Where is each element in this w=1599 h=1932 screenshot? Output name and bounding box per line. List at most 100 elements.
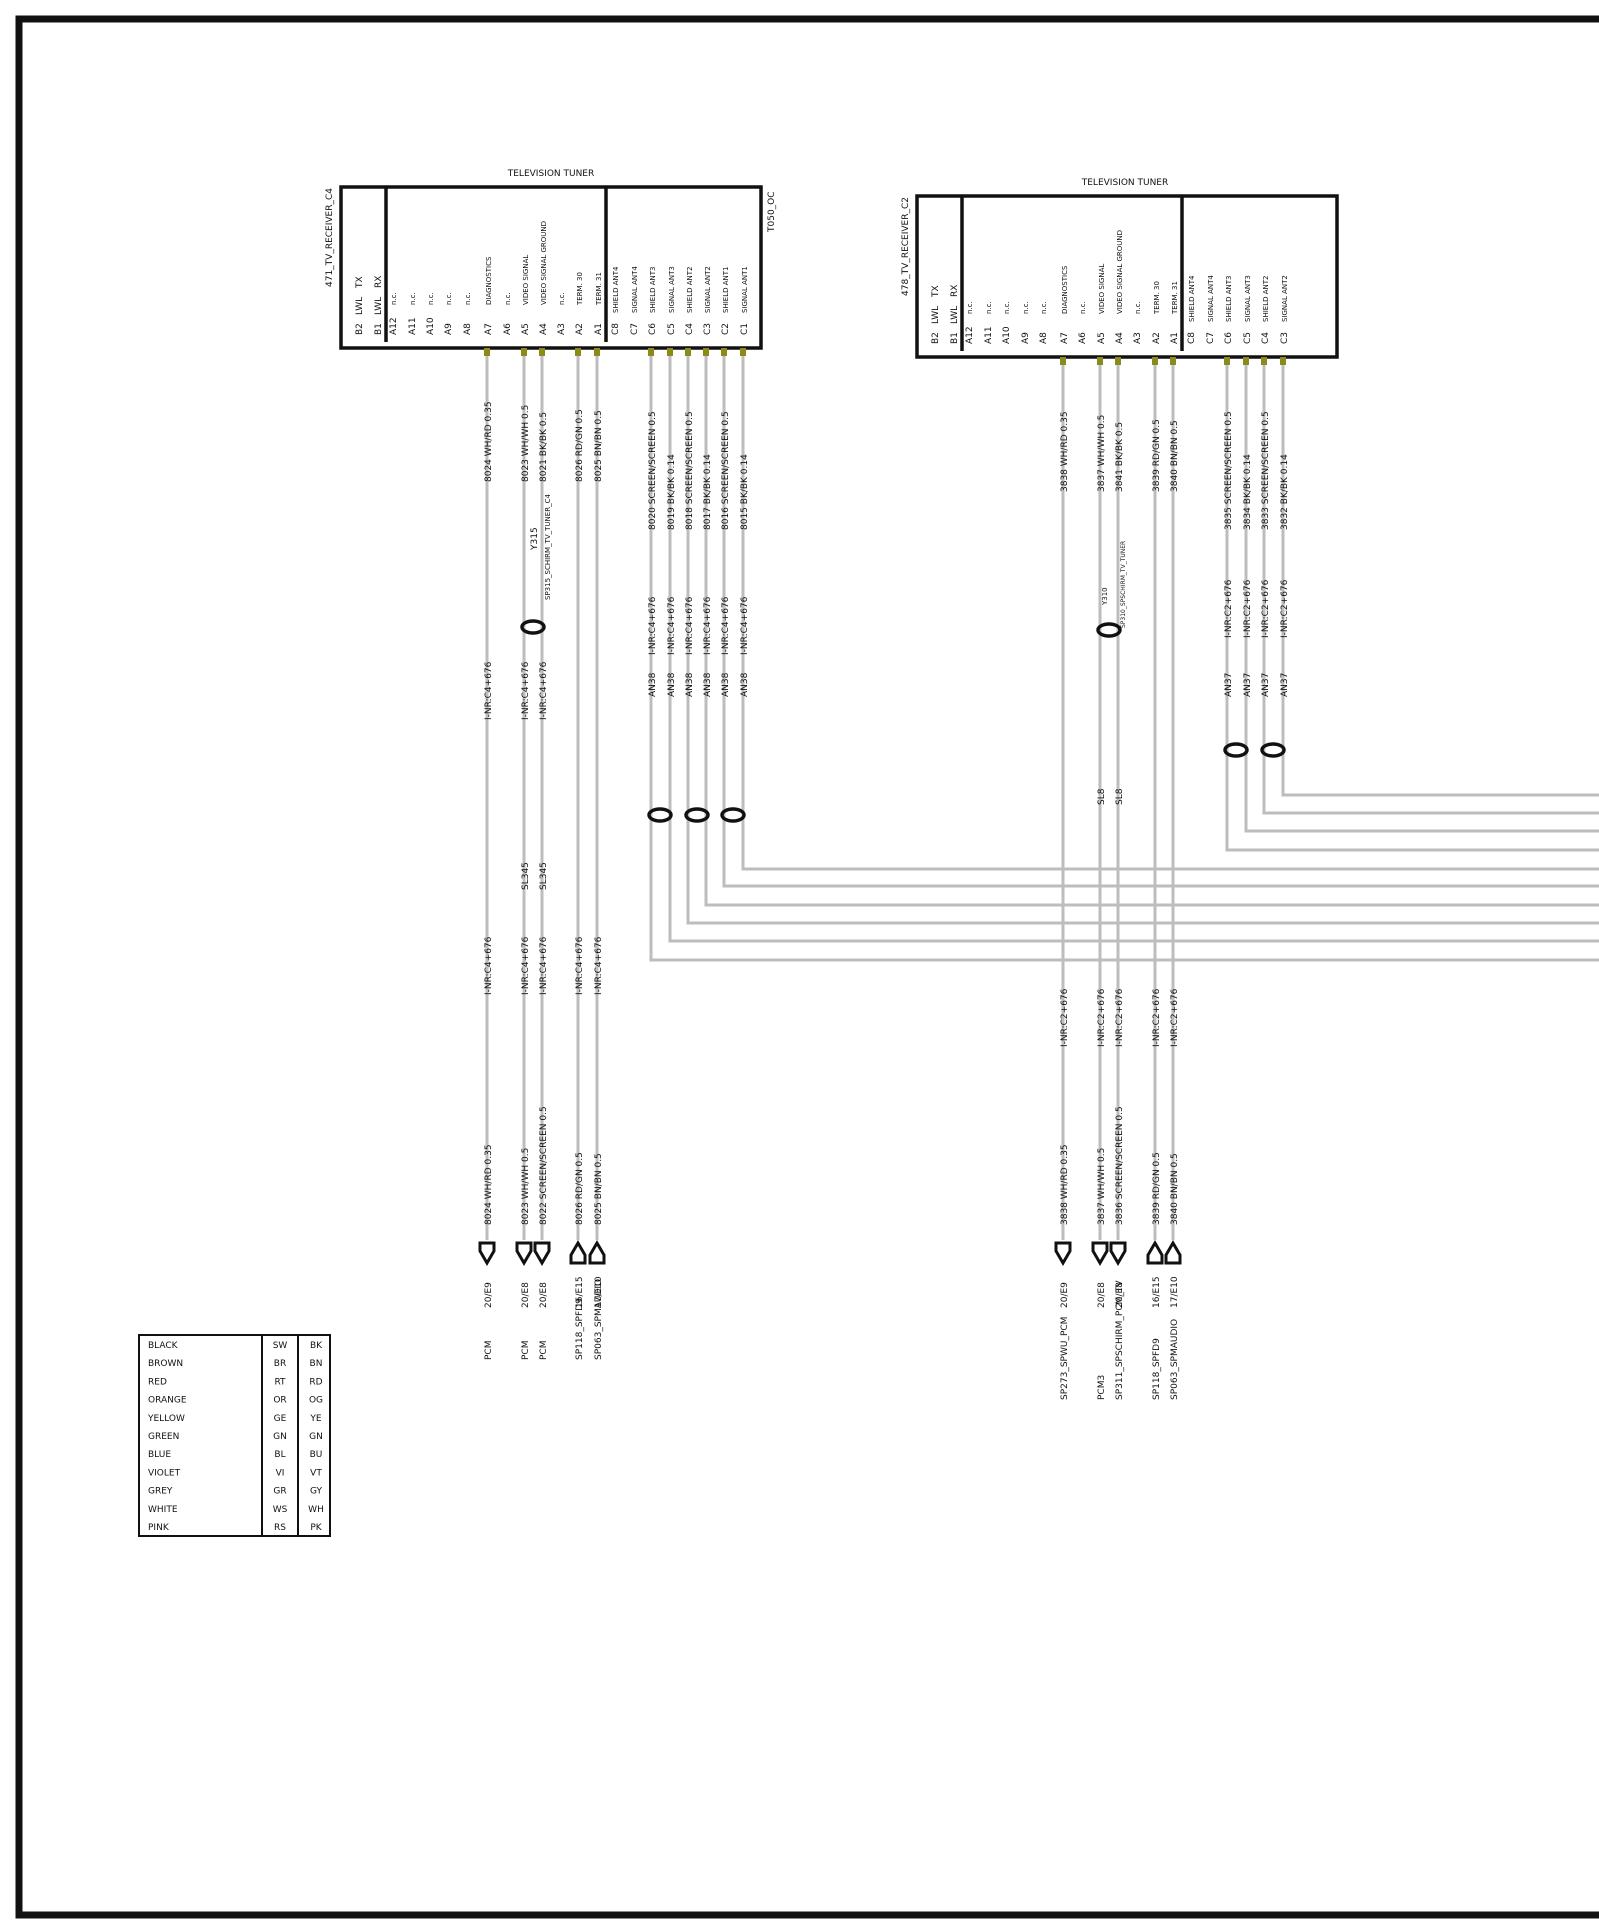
wire <box>722 356 1599 888</box>
pin-desc: SIGNAL ANT3 <box>668 266 676 313</box>
wire-label: I-NR:C4+676 <box>740 596 750 655</box>
wire-label: I-NR:C2+676 <box>1060 988 1070 1047</box>
wire-label: 8023 WH/WH 0.5 <box>521 405 531 482</box>
wire-reference: 17/E10 <box>1170 1276 1180 1308</box>
legend-color-name: ORANGE <box>148 1396 187 1406</box>
legend-code-en: BN <box>310 1359 323 1369</box>
pin-terminal <box>740 348 746 356</box>
pin-desc: n.c. <box>1134 301 1142 314</box>
wire-label: 3838 WH/RD 0.35 <box>1060 411 1070 492</box>
legend-color-name: WHITE <box>148 1505 178 1515</box>
legend-code-en: WH <box>308 1505 324 1515</box>
connector-housing <box>339 185 763 350</box>
wire-label: SL8 <box>1097 788 1107 805</box>
wire-label: I-NR:C2+676 <box>1280 579 1290 638</box>
wire-label: I-NR:C4+676 <box>721 596 731 655</box>
connector-down-icon <box>533 1241 551 1266</box>
wire-label: 3833 SCREEN/SCREEN 0.5 <box>1261 411 1271 530</box>
wire <box>1225 365 1599 852</box>
pin-id: A8 <box>463 323 473 335</box>
splice-label: SP315_SCHIRM_TV_TUNER_C4 <box>544 494 552 600</box>
wire-label: 3837 WH/WH 0.5 <box>1097 1148 1107 1225</box>
legend-code-de: BL <box>274 1450 285 1460</box>
legend-color-name: PINK <box>148 1523 170 1533</box>
pin-desc: TX <box>355 276 365 289</box>
wire <box>741 356 1599 871</box>
pin-desc: VIDEO SIGNAL GROUND <box>1116 230 1124 314</box>
pin-terminal <box>703 348 709 356</box>
wire-destination: SP063_SPMAUDIO <box>594 1279 604 1360</box>
pin-desc: SIGNAL ANT1 <box>741 266 749 313</box>
legend-code-en: GY <box>310 1487 323 1497</box>
pin-id: A3 <box>1133 332 1143 344</box>
legend-code-de: RS <box>274 1523 286 1533</box>
pin-id: A5 <box>521 323 531 335</box>
pin-desc: LWL <box>950 306 960 324</box>
wire <box>1244 365 1599 833</box>
pin-id: C8 <box>611 323 621 335</box>
legend-code-de: WS <box>273 1505 288 1515</box>
wire-label: I-NR:C4+676 <box>484 661 494 720</box>
wire-destination: PCM <box>484 1341 494 1360</box>
shield-ring-icon <box>647 807 673 823</box>
pin-terminal <box>1224 357 1230 365</box>
legend-code-de: GR <box>273 1487 286 1497</box>
wire-label: AN37 <box>1261 673 1271 697</box>
pin-desc: DIAGNOSTICS <box>1061 265 1069 314</box>
wire-destination: SP063_SPMAUDIO <box>1170 1319 1180 1400</box>
pin-desc: SHIELD ANT3 <box>649 267 657 313</box>
pin-id: C6 <box>1224 332 1234 344</box>
pin-id: A7 <box>1060 332 1070 344</box>
wire <box>1262 365 1599 815</box>
pin-desc: n.c. <box>445 292 453 305</box>
wire-label: I-NR:C4+676 <box>667 596 677 655</box>
pin-id: A3 <box>557 323 567 335</box>
pin-id: C7 <box>1206 332 1216 344</box>
pin-terminal <box>575 348 581 356</box>
pin-desc: TERM. 30 <box>1153 281 1161 315</box>
connector-down-icon <box>515 1241 533 1266</box>
pin-id: A4 <box>539 323 549 335</box>
pin-id: A4 <box>1115 332 1125 344</box>
wire-label: 8020 SCREEN/SCREEN 0.5 <box>648 411 658 530</box>
wire-destination: SP118_SPFD9 <box>1152 1338 1162 1400</box>
pin-desc: n.c. <box>390 292 398 305</box>
pin-desc: n.c. <box>464 292 472 305</box>
pin-terminal <box>521 348 527 356</box>
legend-code-de: BR <box>274 1359 286 1369</box>
legend-code-en: VT <box>310 1468 322 1478</box>
wire-label: 3839 RD/GN 0.5 <box>1152 419 1162 492</box>
splice-name: Y315 <box>530 527 540 551</box>
connector-down-icon <box>1109 1241 1127 1266</box>
legend-code-en: YE <box>309 1414 321 1424</box>
wire-destination: SP273_SPWU_PCM <box>1060 1317 1070 1400</box>
connector-name-label: 478_TV_RECEIVER_C2 <box>901 197 911 296</box>
wire-reference: 20/E9 <box>1060 1282 1070 1308</box>
wire-label: 8026 RD/GN 0.5 <box>575 1152 585 1225</box>
legend-code-de: GN <box>273 1432 287 1442</box>
wire-label: AN37 <box>1280 673 1290 697</box>
wire-label: I-NR:C4+676 <box>703 596 713 655</box>
wire-reference: 16/E15 <box>575 1276 585 1308</box>
pin-desc: SHIELD ANT1 <box>722 267 730 313</box>
wire-label: SL345 <box>539 862 549 890</box>
wire-label: SL8 <box>1115 788 1125 805</box>
pin-id: B2 <box>355 323 365 335</box>
pin-desc: SIGNAL ANT3 <box>1244 275 1252 322</box>
pin-id: A9 <box>1021 332 1031 344</box>
pin-terminal <box>667 348 673 356</box>
pin-terminal <box>1152 357 1158 365</box>
wire <box>649 356 1599 962</box>
wire <box>704 356 1599 907</box>
wire-label: AN38 <box>648 672 658 697</box>
connector-down-icon <box>1054 1241 1072 1266</box>
wire-label: SL345 <box>521 862 531 890</box>
wire-label: 8024 WH/RD 0.35 <box>484 401 494 482</box>
legend-code-en: BU <box>310 1450 323 1460</box>
legend-code-en: BK <box>310 1341 323 1351</box>
pin-id: A8 <box>1039 332 1049 344</box>
wire-label: AN38 <box>667 672 677 697</box>
wire-reference: 20/E8 <box>1097 1282 1107 1308</box>
wire-reference: 20/E8 <box>1115 1282 1125 1308</box>
